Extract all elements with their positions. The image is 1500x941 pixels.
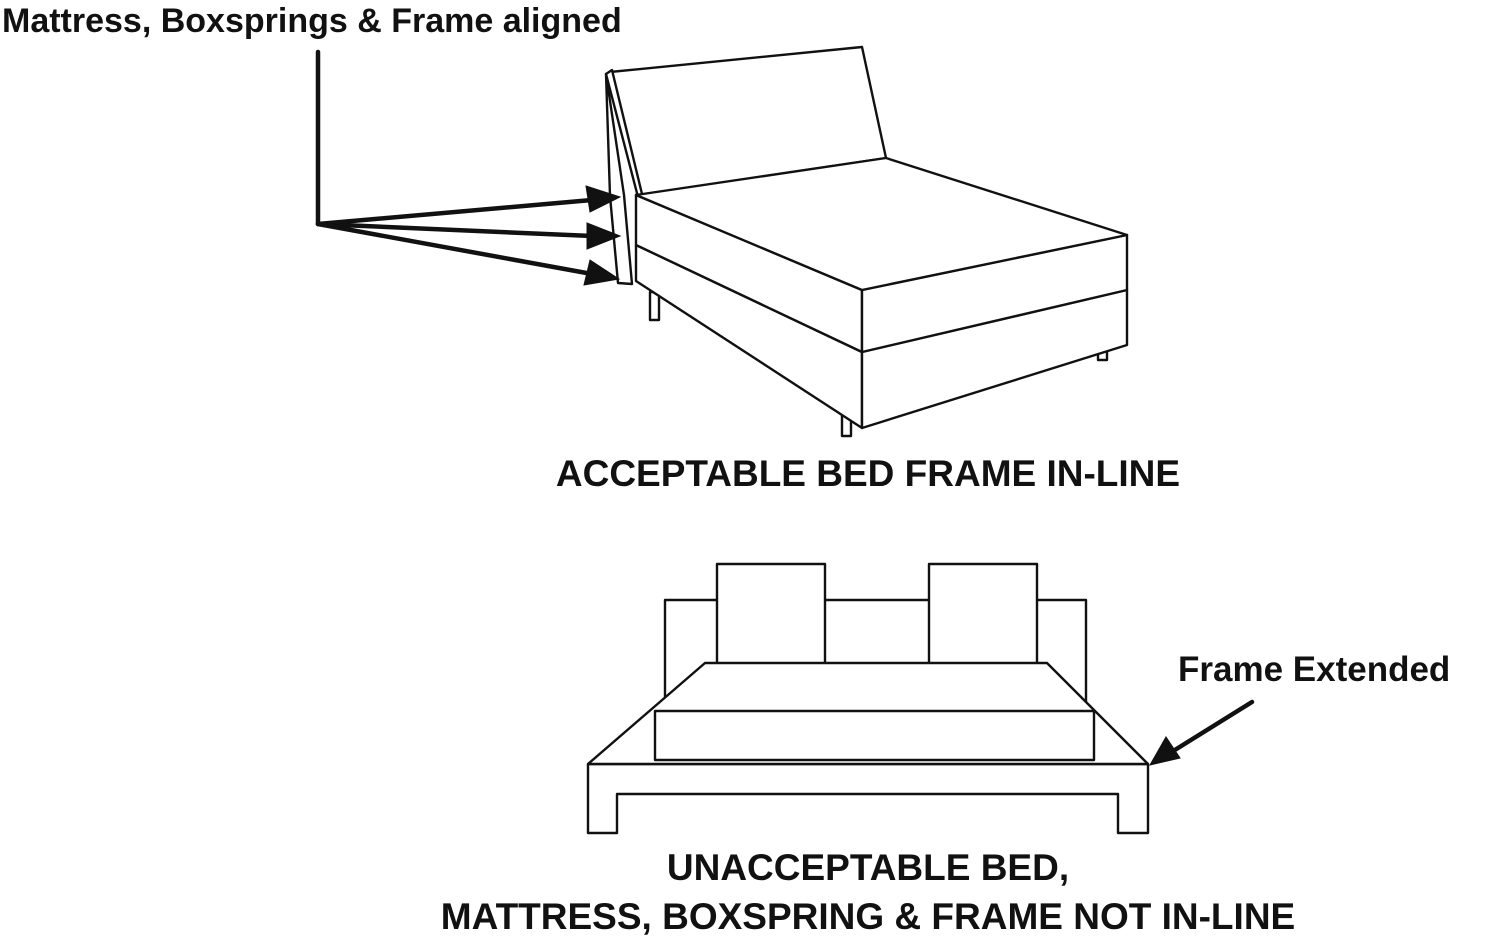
frame-extended-arrow-shaft	[1167, 699, 1255, 756]
unacceptable-bed	[586, 562, 1150, 835]
arrow-to-boxspring-line	[315, 221, 595, 277]
acceptable-caption: ACCEPTABLE BED FRAME IN-LINE	[555, 453, 1181, 494]
pillow-left	[715, 562, 827, 674]
arrowhead-2	[586, 222, 622, 250]
mattress-top	[634, 156, 1129, 292]
arrowhead-1	[585, 185, 622, 213]
frame-extended-callout-arrow	[1148, 699, 1255, 766]
acceptable-bed	[604, 45, 1129, 438]
bottom-mattress-front	[653, 709, 1096, 762]
alignment-callout-arrows	[315, 49, 622, 286]
frame-side-rail	[604, 72, 634, 286]
unacceptable-caption-line-1: UNACCEPTABLE BED,	[666, 847, 1070, 888]
extended-frame	[586, 762, 1150, 835]
arrow-to-frame-line	[315, 197, 595, 227]
alignment-callout-label: Mattress, Boxsprings & Frame aligned	[2, 2, 622, 40]
pillow-right	[927, 562, 1039, 674]
arrowhead-3	[583, 259, 621, 286]
frame-extended-arrowhead	[1148, 736, 1181, 766]
frame-extended-label: Frame Extended	[1178, 650, 1451, 689]
unacceptable-caption-line-2: MATTRESS, BOXSPRING & FRAME NOT IN-LINE	[440, 896, 1296, 938]
unacceptable-caption: UNACCEPTABLE BED, MATTRESS, BOXSPRING & …	[0, 843, 1500, 941]
arrow-to-mattress-line	[315, 221, 595, 239]
